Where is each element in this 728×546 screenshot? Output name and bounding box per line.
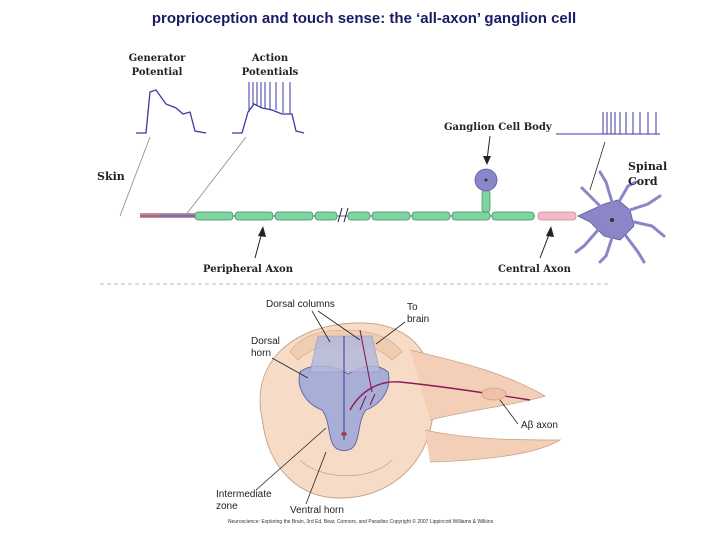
dorsal-columns-label: Dorsal columns [266, 299, 335, 310]
spinal-pointer-line [589, 141, 606, 191]
ab-axon-pointer [499, 399, 519, 425]
peripheral-axon-arrowhead [258, 226, 266, 237]
generator-potential-label: Generator Potential [129, 53, 187, 78]
dorsal-horn-label-line2: horn [251, 348, 271, 359]
skin-label: Skin [97, 170, 125, 183]
spinal-cord-neuron [574, 170, 666, 264]
to-brain-label-line2: brain [407, 314, 429, 325]
central-axon-arrowhead [546, 226, 554, 237]
ventral-horn-pointer [305, 451, 327, 505]
spinal-cord-label-line1: Spinal [628, 160, 667, 173]
generator-pointer-line [119, 136, 151, 217]
page-title: proprioception and touch sense: the ‘all… [151, 10, 577, 27]
peripheral-axon-label: Peripheral Axon [203, 264, 294, 275]
dorsal-horn-label-line1: Dorsal [251, 336, 280, 347]
generator-label-line2: Potential [132, 67, 183, 78]
peripheral-axon [140, 211, 535, 221]
spinal-cord-label-line2: Cord [628, 175, 658, 188]
intermediate-zone-pointer [255, 427, 327, 491]
spinal-cord-section [259, 322, 562, 499]
intermediate-zone-label-line1: Intermediate [216, 489, 272, 500]
to-brain-label-line1: To [407, 302, 418, 313]
ventral-horn-label: Ventral horn [290, 505, 344, 516]
citation-text: Neuroscience: Exploring the Brain, 3rd E… [228, 518, 494, 525]
spinal-action-potential-trace [556, 112, 660, 135]
central-axon-label: Central Axon [498, 264, 572, 275]
ganglion-cell-body-label: Ganglion Cell Body [444, 122, 553, 133]
action-label-line2: Potentials [242, 67, 299, 78]
action-label-line1: Action [251, 53, 289, 64]
axon-break [337, 207, 349, 223]
generator-potential-trace [136, 89, 207, 134]
central-axon-arrow [539, 231, 551, 259]
central-axon-segment [537, 211, 577, 221]
ab-axon-label: Aβ axon [521, 420, 558, 431]
action-potential-spikes [248, 82, 291, 114]
action-potentials-label: Action Potentials [242, 53, 299, 78]
intermediate-zone-label-line2: zone [216, 501, 238, 512]
action-pointer-line [184, 136, 247, 217]
to-brain-pointer [375, 321, 406, 345]
generator-label-line1: Generator [129, 53, 187, 64]
ganglion-stalk [481, 189, 491, 213]
dorsal-columns-pointers [311, 310, 361, 343]
ganglion-nucleus [484, 178, 488, 182]
dorsal-horn-pointer [271, 357, 309, 379]
action-potentials-trace [232, 103, 305, 134]
ganglion-arrowhead [483, 156, 491, 165]
